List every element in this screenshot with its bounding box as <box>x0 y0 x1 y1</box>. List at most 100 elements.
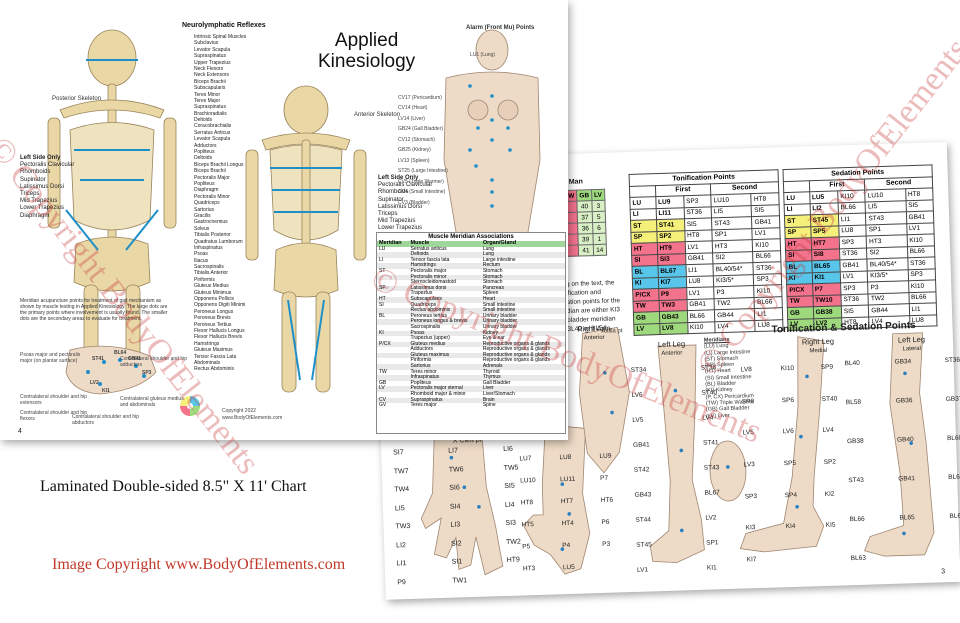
muscle-table-cell: Pectoralis major sternal <box>408 386 481 393</box>
muscle-table-cell: Rhomboid major & minor <box>410 391 466 398</box>
muscle-table-cell: Pectoralis minor <box>408 274 481 281</box>
left-side-muscle: Supinator <box>20 176 46 183</box>
reflex-label: Adductors <box>194 142 217 149</box>
muscle-table-header: Organ/Gland <box>480 240 565 247</box>
front-website: www.BodyOfElements.com <box>222 415 283 421</box>
muscle-table-cell: Deltoids <box>408 252 481 258</box>
point-label: ST36 <box>944 356 960 365</box>
back-page-number: 3 <box>941 568 946 576</box>
main-title: Applied Kinesiology <box>318 30 416 72</box>
alarm-label: GB24 (Gall Bladder) <box>398 126 444 132</box>
reflex-label: Teres Major <box>194 97 221 104</box>
muscle-table-cell <box>377 319 409 325</box>
reflex-label: Neck Extensors <box>194 72 230 79</box>
muscle-table-cell: Reproductive organs & glands <box>480 352 565 359</box>
reflex-label: Quadratus Lumborum <box>194 238 243 245</box>
point-label: P4 <box>562 541 571 550</box>
muscle-table-cell <box>377 263 409 269</box>
point-label: LV2 <box>705 514 717 522</box>
point-label: KI10 <box>780 364 795 373</box>
alarm-label: CV17 (Pericardium) <box>398 94 442 101</box>
reflex-label: Subscapularis <box>194 85 226 92</box>
point-label: GB36 <box>895 397 913 405</box>
muscle-table-cell <box>377 252 409 258</box>
point-label: ST43 <box>848 476 864 485</box>
muscle-table-row: Trapezius (upper)Eye & ear <box>377 335 565 342</box>
foot-point-label: KI1 <box>102 388 110 394</box>
alarm-label: CV5 (Triple Warmer) <box>398 178 444 185</box>
alarm-label: CV14 (Heart) <box>398 105 428 111</box>
reflex-label: Tensor Fascia Lata <box>194 353 237 360</box>
point-label: SP1 <box>706 539 719 547</box>
point-label: KI5 <box>825 521 836 530</box>
muscle-table-cell: Serratus anticus <box>410 245 447 252</box>
muscle-table-cell: Reproductive organs & glands <box>482 346 550 353</box>
copyright-line: Image Copyright www.BodyOfElements.com <box>52 556 346 573</box>
left-side-muscle: Rhomboids <box>378 189 409 196</box>
left-side-muscle: Triceps <box>20 191 40 198</box>
point-label: GB40 <box>896 436 914 444</box>
point-label: TW7 <box>393 467 409 476</box>
point-label: SP8 <box>741 397 755 406</box>
reflex-label: Neck Flexors <box>194 65 224 72</box>
hand-palm <box>523 424 591 575</box>
left-side-muscle: Triceps <box>378 211 398 218</box>
point-label: LU5 <box>562 563 575 572</box>
point-label: LV4 <box>822 426 834 435</box>
reflex-label: Flexor Hallucis Brevis <box>194 334 243 341</box>
muscle-table-header: Muscle <box>408 240 481 247</box>
left-side-muscle: Diaphragm <box>20 212 50 219</box>
muscle-table-cell: Reproductive organs & glands <box>480 341 565 348</box>
point-label: LU8 <box>559 453 572 462</box>
point-label: KI2 <box>824 490 835 498</box>
muscle-table-cell: Adrenals <box>480 363 565 370</box>
reflex-label: Abdominals <box>194 359 221 366</box>
muscle-table-cell: Liver <box>480 386 565 393</box>
point-label: TW3 <box>395 523 411 531</box>
muscle-table-cell: Brain <box>480 397 565 404</box>
muscle-table-cell: Kidney <box>480 330 565 337</box>
muscle-table-cell: Thyroid <box>482 368 500 375</box>
muscle-table-cell <box>377 274 409 281</box>
point-label: ST34 <box>630 366 647 374</box>
muscle-table-cell: SP <box>377 285 409 292</box>
meridians-legend: Meridians (LU) Lung(LI) Large Intestine(… <box>704 336 755 419</box>
point-label: P5 <box>522 543 531 551</box>
muscle-table-cell: Lung <box>480 252 565 258</box>
muscle-table-cell: Urinary bladder <box>480 319 565 325</box>
muscle-table-cell: Large intestine <box>482 256 516 263</box>
muscle-table-cell <box>377 364 409 370</box>
muscle-table-cell: CV <box>377 397 409 404</box>
point-label: ST44 <box>635 516 652 524</box>
left-side-muscle: Mid Trapezius <box>378 218 416 225</box>
right-arm <box>579 326 630 474</box>
left-side-muscle: Mid Trapezius <box>20 198 58 205</box>
point-label: BL67 <box>704 489 720 497</box>
point-label: BL65 <box>899 514 915 522</box>
axilla-note: Axilla pt <box>601 328 623 335</box>
reflex-label: Flexor Hallucis Longus <box>194 327 245 334</box>
point-label: LV8 <box>740 366 752 374</box>
muscle-table-row: Rhomboid major & minor Liver/Stomach <box>377 391 565 398</box>
muscle-table-cell: Spine <box>482 402 496 409</box>
reflex-label: Sartorius <box>194 206 215 213</box>
reflex-label: Infraspinatus <box>194 244 223 251</box>
point-label: HT9 <box>506 556 520 565</box>
point-label: LI1 <box>396 560 407 568</box>
muscle-table-cell: LU <box>379 245 386 252</box>
reflex-label: Teres Minor <box>194 91 221 98</box>
muscle-table-cell: Latissimus dorsi <box>408 285 481 292</box>
anterior-reflex-lines <box>270 167 342 381</box>
muscle-table-cell: Liver/Stomach <box>482 391 515 398</box>
neurolymphatic-title: Neurolymphatic Reflexes <box>182 22 266 29</box>
muscle-table-cell: Piriformis <box>410 357 432 364</box>
